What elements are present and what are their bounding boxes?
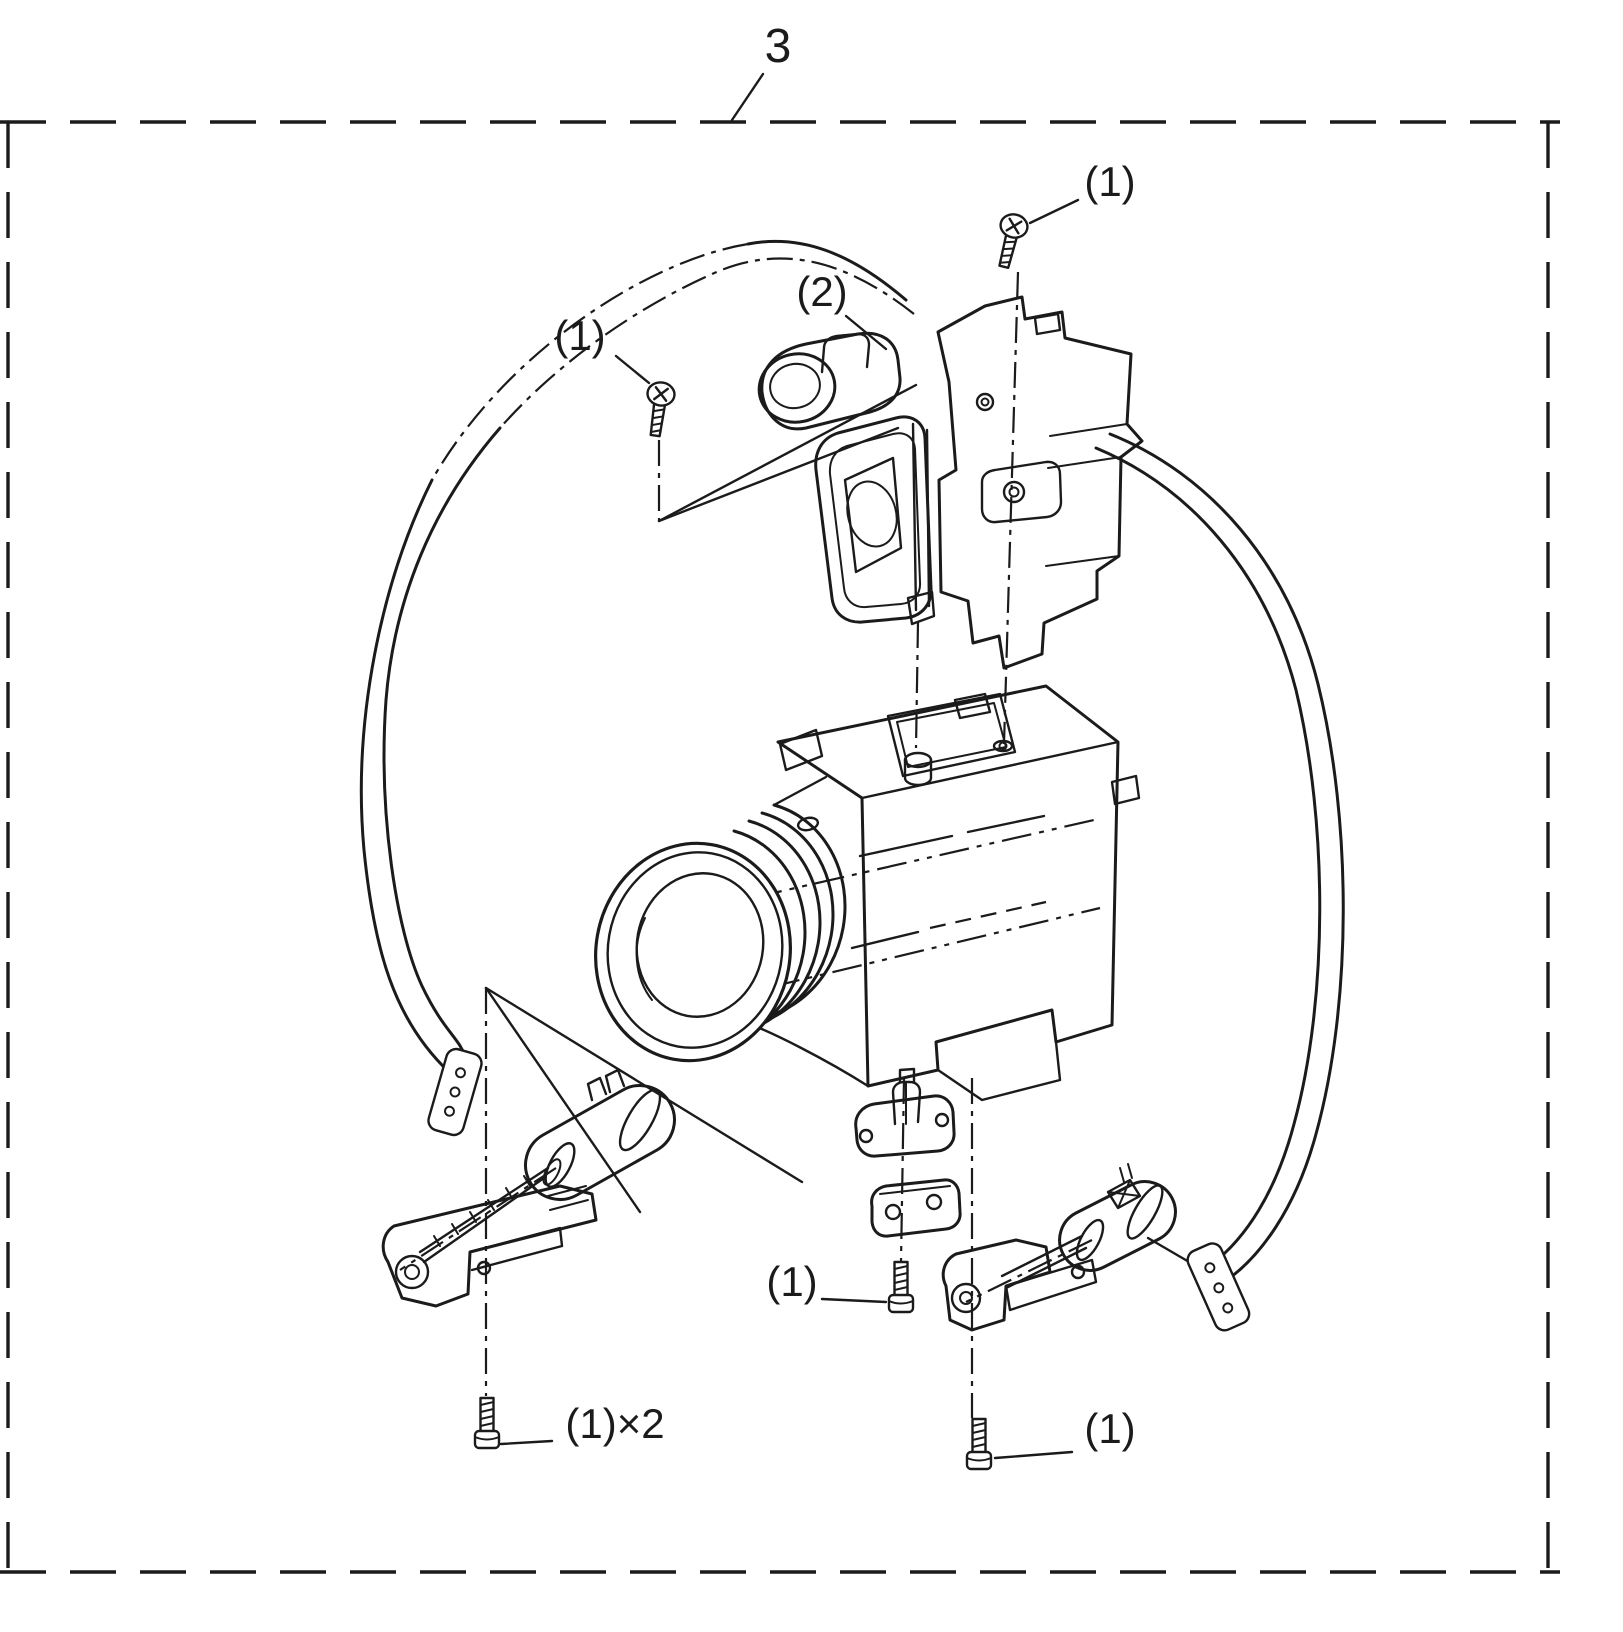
screw-upper-left — [640, 379, 678, 439]
callout-screw-upper-left: (1) — [554, 312, 605, 359]
assembly-center-lines — [399, 271, 1093, 1418]
callout-screw-bottom-left: (1)×2 — [565, 1400, 664, 1447]
figure-number: 3 — [765, 20, 792, 73]
screw-top-right — [989, 210, 1032, 272]
locating-wedges — [484, 383, 918, 1214]
sensor-bracket — [854, 1067, 956, 1158]
screw-bottom-middle — [887, 1260, 915, 1314]
callout-screw-bottom-middle: (1) — [766, 1258, 817, 1305]
cable-connector-right — [1186, 1242, 1251, 1332]
flash-unit — [757, 331, 936, 626]
mounting-plate — [870, 1178, 962, 1238]
screw-bottom-right — [965, 1417, 993, 1471]
flex-cable-right — [1094, 432, 1345, 1332]
screw-bottom-left — [473, 1396, 501, 1450]
motor-assembly-right — [941, 1163, 1177, 1332]
leader-lines — [499, 72, 1080, 1460]
callout-screw-bottom-right: (1) — [1084, 1405, 1135, 1452]
flex-cable-left — [359, 239, 915, 1137]
cable-connector-left — [427, 1047, 483, 1137]
mounting-bracket — [936, 295, 1144, 670]
callout-flash-unit: (2) — [796, 268, 847, 315]
motor-assembly-left — [381, 1068, 676, 1308]
callout-screw-top-right: (1) — [1084, 158, 1135, 205]
lens-assembly — [594, 684, 1141, 1102]
section-border — [0, 120, 1560, 1574]
